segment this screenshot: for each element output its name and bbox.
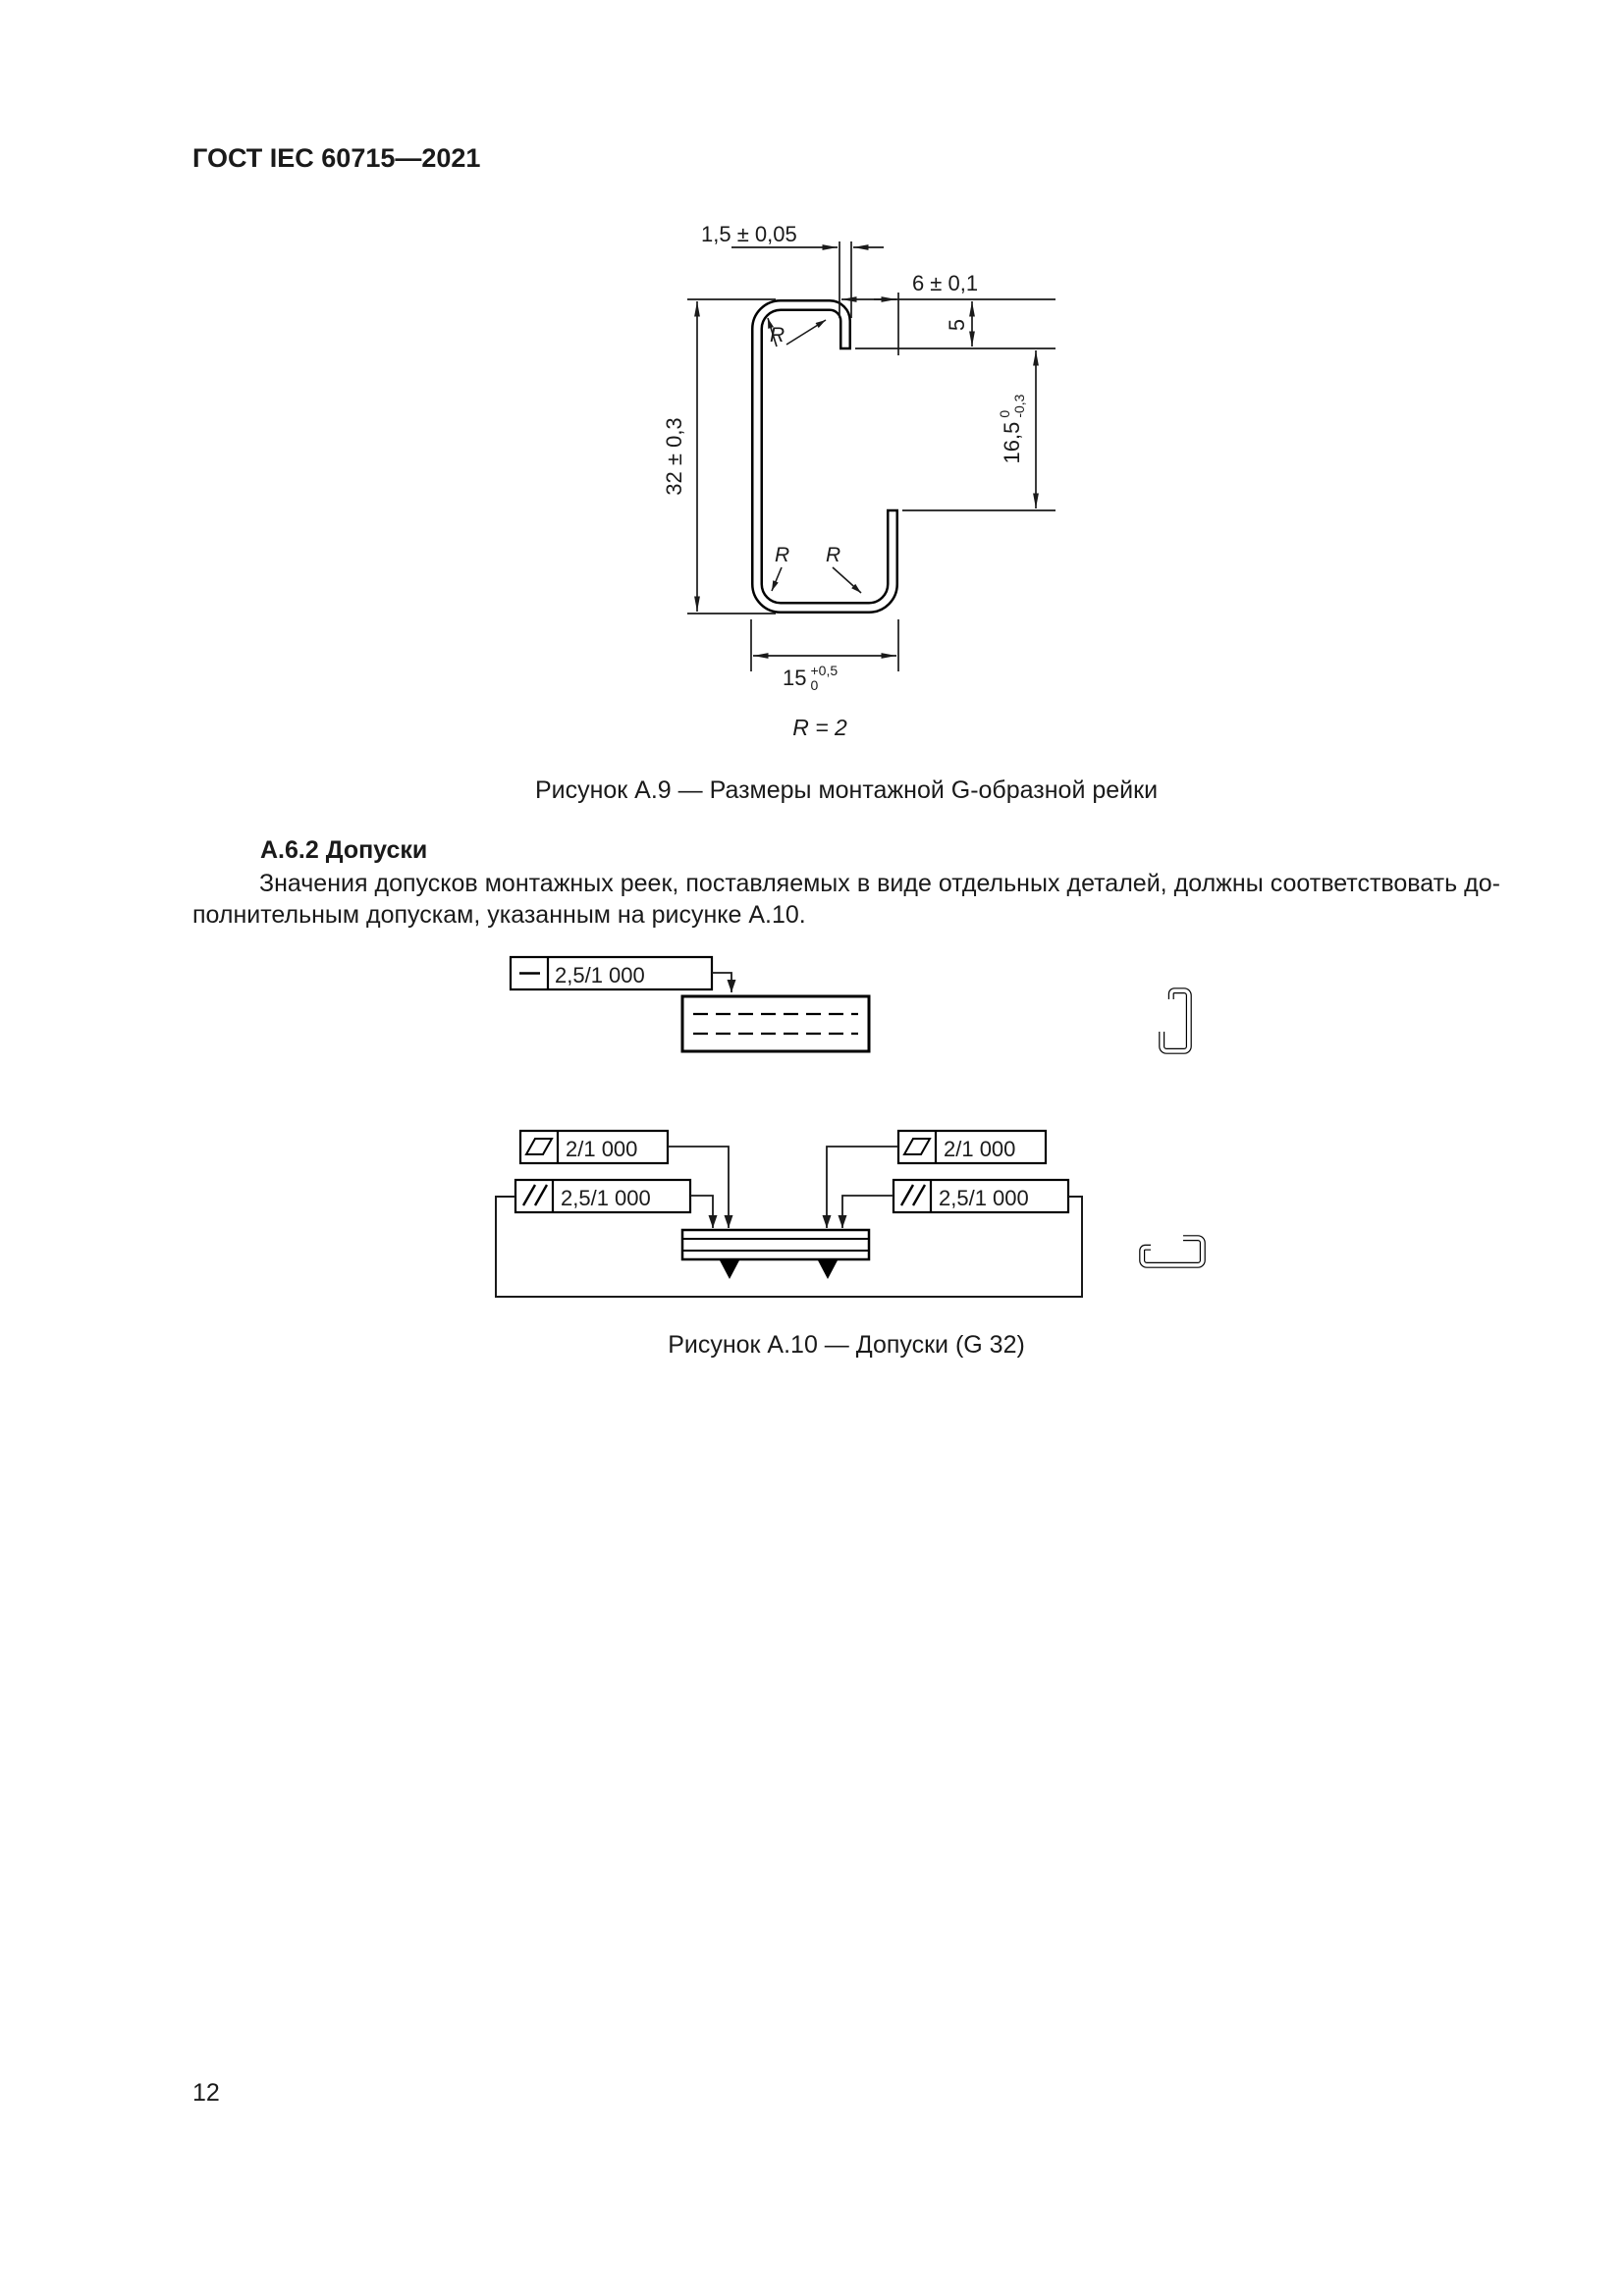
dim-offset-label: 6 ± 0,1 xyxy=(911,271,979,295)
dim-opening-tolerance: 0 -0,3 xyxy=(996,394,1027,418)
parallelism-frame-right xyxy=(838,1178,1070,1228)
figure-a9-drawing xyxy=(687,241,1056,671)
paragraph-line-2: полнительным допускам, указанным на рису… xyxy=(192,901,806,929)
page-header: ГОСТ IEC 60715—2021 xyxy=(192,143,481,173)
section-heading: А.6.2 Допуски xyxy=(260,836,428,864)
figure-a10-caption: Рисунок А.10 — Допуски (G 32) xyxy=(668,1331,1025,1359)
parallelism-icon xyxy=(899,1184,927,1206)
straightness-leader xyxy=(712,972,736,992)
radius-label-bottom-right: R xyxy=(826,544,841,566)
support-triangle-left xyxy=(720,1260,739,1279)
parallelism-frame-left xyxy=(514,1178,718,1228)
flatness-icon xyxy=(524,1138,554,1155)
page-number: 12 xyxy=(192,2079,220,2107)
parallelism-right-value: 2,5/1 000 xyxy=(939,1186,1029,1210)
dim-thickness-15 xyxy=(731,241,884,318)
parallelism-icon xyxy=(521,1184,549,1206)
dim-thickness-label: 1,5 ± 0,05 xyxy=(701,222,797,246)
figure-a10-drawing xyxy=(495,955,1213,1298)
flatness-right-value: 2/1 000 xyxy=(944,1137,1016,1161)
parallelism-right-leader xyxy=(838,1195,893,1228)
dim-lip-label: 5 xyxy=(945,318,969,332)
flatness-left-leader xyxy=(668,1146,733,1228)
dim-offset-6 xyxy=(841,293,1056,511)
dim-width-tolerance: +0,5 0 xyxy=(810,663,839,694)
radius-label-bottom-left: R xyxy=(775,544,790,566)
g-profile-glyph-top xyxy=(1162,990,1189,1051)
radius-label-top: R xyxy=(770,324,785,347)
flatness-frame-right xyxy=(822,1129,1048,1228)
rail-bottom-view xyxy=(680,1228,871,1261)
paragraph-line-1: Значения допусков монтажных реек, постав… xyxy=(259,870,1500,897)
radius-leaders xyxy=(767,317,862,594)
dim-height-32 xyxy=(687,298,776,614)
radius-note: R = 2 xyxy=(792,715,847,740)
dim-height-label: 32 ± 0,3 xyxy=(662,417,686,496)
flatness-icon xyxy=(902,1138,932,1155)
flatness-right-leader xyxy=(822,1146,898,1228)
straightness-value: 2,5/1 000 xyxy=(555,963,645,988)
dim-opening-label: 16,5 0 -0,3 xyxy=(996,394,1027,464)
flatness-frame-left xyxy=(518,1129,733,1228)
rail-side-view xyxy=(680,994,871,1053)
support-triangle-right xyxy=(818,1260,838,1279)
parallelism-left-value: 2,5/1 000 xyxy=(561,1186,651,1210)
dim-width-15 xyxy=(750,619,899,671)
figure-a9-caption: Рисунок А.9 — Размеры монтажной G-образн… xyxy=(534,776,1159,804)
dim-width-label: 15 +0,5 0 xyxy=(783,663,839,694)
flatness-left-value: 2/1 000 xyxy=(566,1137,638,1161)
parallelism-left-leader xyxy=(690,1195,718,1228)
g-rail-profile xyxy=(757,305,898,608)
straightness-frame xyxy=(509,955,736,992)
g-profile-glyph-bottom xyxy=(1142,1238,1203,1265)
datum-bracket xyxy=(495,1196,1083,1298)
